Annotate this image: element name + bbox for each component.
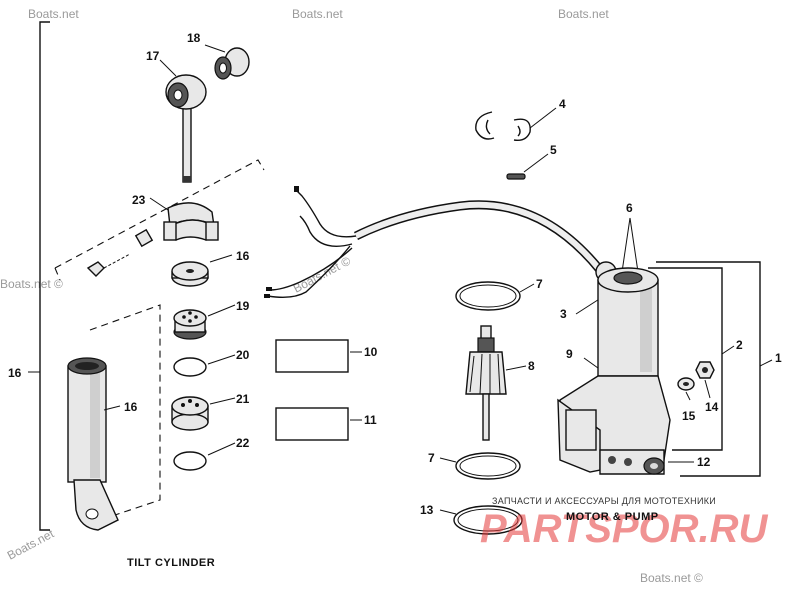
callout-10: 10 — [364, 345, 378, 359]
part-8-armature — [465, 325, 507, 441]
watermark: Boats.net © — [0, 277, 63, 291]
part-7-o-ring-lower — [455, 452, 521, 480]
leader-line — [439, 457, 457, 463]
part-14-nut — [695, 361, 715, 379]
leader-line — [209, 397, 236, 405]
part-10-decal — [275, 339, 349, 373]
part-4-clips — [475, 111, 531, 142]
callout-3: 3 — [560, 307, 567, 321]
part-19-piston — [173, 309, 207, 340]
callout-20: 20 — [236, 348, 250, 362]
ad-text: ЗАПЧАСТИ И АКСЕССУАРЫ ДЛЯ МОТОТЕХНИКИ — [492, 496, 716, 506]
part-13-o-ring-inner — [457, 508, 519, 532]
watermark: Boats.net — [5, 526, 57, 562]
part-9-motor-pump — [557, 261, 671, 475]
callout-7-lower: 7 — [428, 451, 435, 465]
leader-line — [523, 153, 549, 173]
callout-5: 5 — [550, 143, 557, 157]
group-outline — [54, 267, 61, 281]
leader-line — [629, 217, 639, 273]
callout-22: 22 — [236, 436, 250, 450]
watermark: Boats.net — [292, 7, 343, 21]
part-7-o-ring-inner — [459, 284, 517, 308]
watermark: Boats.net © — [291, 254, 353, 296]
leader-line — [207, 304, 236, 317]
callout-6: 6 — [626, 201, 633, 215]
part-18-bushing — [214, 47, 250, 80]
leader-line — [207, 354, 236, 365]
callout-18: 18 — [187, 31, 201, 45]
part-23-clamp — [86, 202, 219, 277]
callout-11: 11 — [364, 413, 377, 427]
callout-9: 9 — [566, 347, 573, 361]
leader-line — [207, 442, 236, 456]
leader-line — [583, 357, 599, 369]
part-16-cylinder — [67, 357, 119, 531]
callout-17: 17 — [146, 49, 160, 63]
group-bracket-16 — [39, 21, 50, 531]
leader-line — [505, 365, 527, 371]
callout-4: 4 — [559, 97, 566, 111]
leader-line — [685, 391, 691, 401]
leader-line — [721, 345, 735, 355]
group-outline — [54, 159, 265, 269]
callout-19: 19 — [236, 299, 250, 313]
callout-23: 23 — [132, 193, 146, 207]
leader-line — [204, 44, 226, 53]
callout-14: 14 — [705, 400, 719, 414]
part-13-o-ring — [453, 505, 523, 535]
part-22-o-ring — [173, 451, 207, 471]
leader-line — [621, 217, 631, 273]
watermark: Boats.net © — [640, 571, 703, 585]
callout-16-cylinder: 16 — [124, 400, 138, 414]
part-17-pivot-pin — [165, 74, 207, 183]
callout-8: 8 — [528, 359, 535, 373]
group-outline — [89, 304, 161, 521]
brand-watermark: PARTSPOR.RU — [480, 507, 769, 551]
watermark: Boats.net — [558, 7, 609, 21]
leader-line — [149, 197, 169, 211]
callout-13: 13 — [420, 503, 434, 517]
callout-2: 2 — [736, 338, 743, 352]
leader-line — [103, 405, 121, 411]
part-11-decal — [275, 407, 349, 441]
leader-line — [519, 283, 535, 293]
callout-21: 21 — [236, 392, 250, 406]
wiring-harness — [264, 186, 604, 299]
watermark: Boats.net — [28, 7, 79, 21]
part-7-o-ring-lower-inner — [459, 455, 517, 477]
callout-16: 16 — [236, 249, 250, 263]
leader-line — [529, 107, 557, 129]
part-20-o-ring — [173, 357, 207, 377]
leader-line — [209, 254, 233, 263]
caption-tilt-cylinder: TILT CYLINDER — [127, 557, 215, 569]
group-bracket-2 — [648, 267, 723, 451]
callout-12: 12 — [697, 455, 711, 469]
part-16-washer — [171, 261, 209, 287]
part-15-washer — [677, 377, 695, 391]
callout-15: 15 — [682, 409, 696, 423]
group-bracket-1 — [656, 261, 761, 477]
part-21-piston — [171, 396, 209, 431]
callout-7: 7 — [536, 277, 543, 291]
leader-line — [159, 59, 177, 77]
callout-1: 1 — [775, 351, 782, 365]
caption-motor-pump: MOTOR & PUMP — [566, 511, 659, 523]
part-5-pin — [506, 173, 526, 180]
part-7-o-ring — [455, 281, 521, 311]
callout-16-group: 16 — [8, 366, 22, 380]
leader-line — [704, 379, 711, 399]
leader-line — [439, 509, 457, 515]
leader-line — [759, 359, 773, 367]
